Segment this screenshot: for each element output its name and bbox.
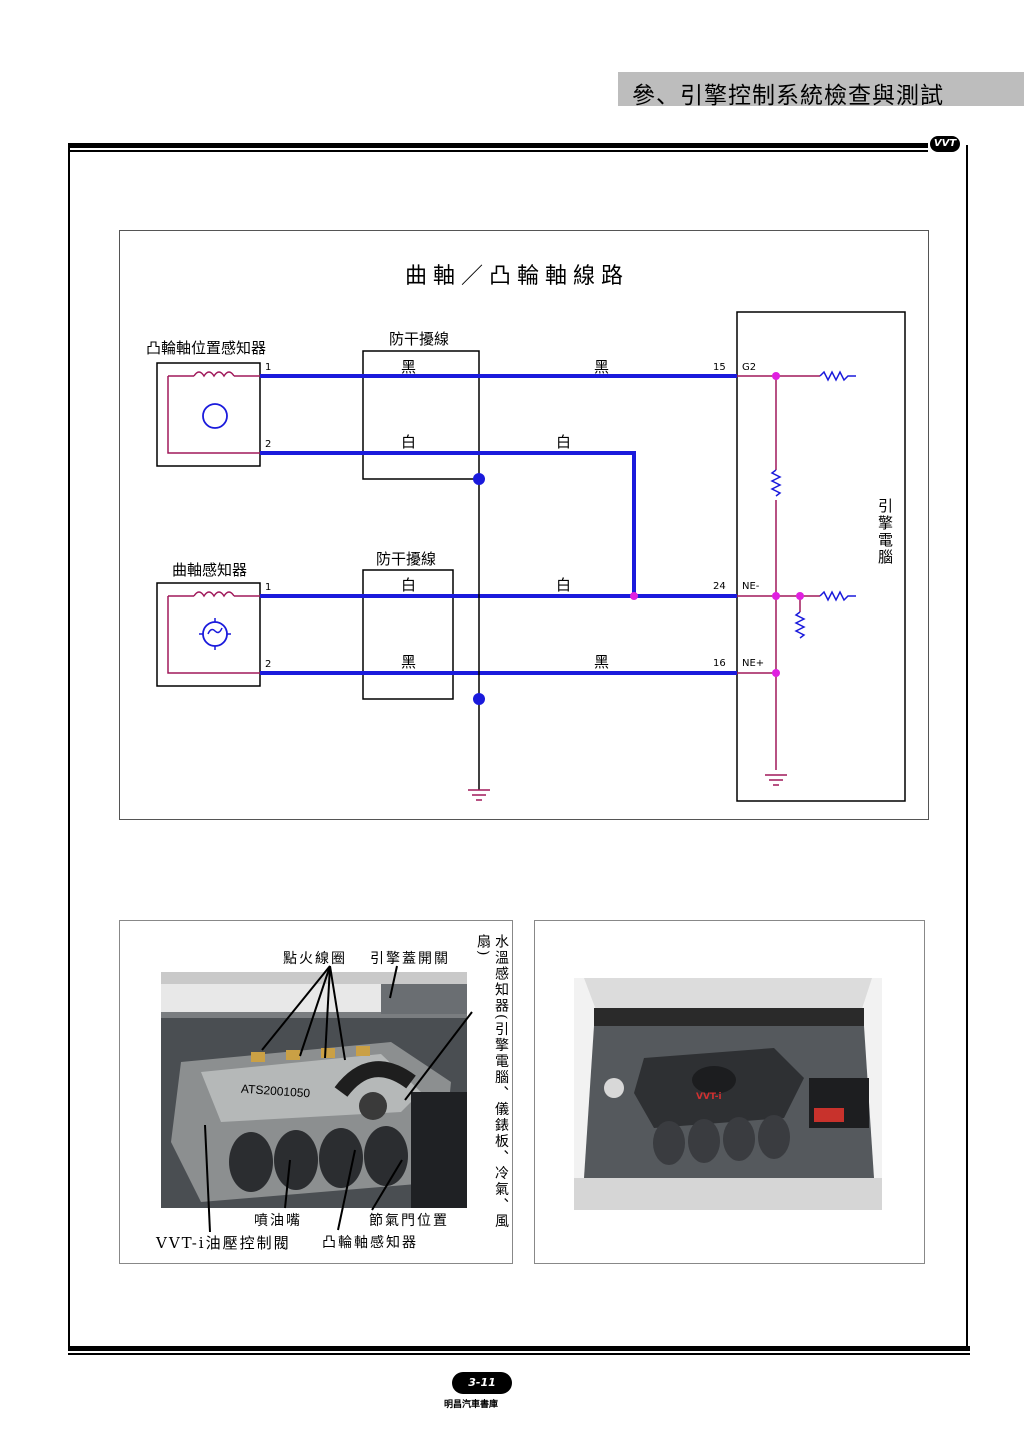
pin-number: 1 <box>265 362 272 373</box>
shield-label-1: 防干擾線 <box>389 330 450 348</box>
diagram-title: 曲軸／凸輪軸線路 <box>405 264 630 289</box>
crank-sensor-box <box>156 582 261 687</box>
wire-color-label: 黑 <box>594 653 610 671</box>
crank-sensor-label: 曲軸感知器 <box>172 561 248 579</box>
ecu-pin-name: NE- <box>742 581 760 592</box>
cam-sensor-box <box>156 362 261 467</box>
pin-number: 2 <box>265 439 272 450</box>
vvt-i-badge: VVT-i <box>696 1092 722 1102</box>
wire-color-label: 白 <box>401 433 417 451</box>
shield-label-2: 防干擾線 <box>376 550 437 568</box>
wire-color-label: 白 <box>401 576 417 594</box>
pin-number: 2 <box>265 659 272 670</box>
ecu-pin-number: 16 <box>713 658 726 669</box>
page-frame <box>68 145 968 1348</box>
engine-photo-left-frame <box>119 920 513 1264</box>
wire-color-label: 白 <box>556 576 572 594</box>
ecu-box <box>736 311 906 802</box>
wire-color-label: 黑 <box>401 653 417 671</box>
wire-color-label: 黑 <box>401 358 417 376</box>
top-rule <box>68 143 928 148</box>
shield-junction-1 <box>473 473 485 485</box>
wire-color-label: 白 <box>556 433 572 451</box>
top-rule-thin <box>68 150 928 152</box>
label-injector: 噴油嘴 <box>254 1213 302 1229</box>
label-ignition-coil: 點火線圈 <box>283 951 347 967</box>
bottom-rule-thin <box>68 1353 970 1355</box>
shield-box-1 <box>362 350 480 480</box>
ecu-pin-number: 15 <box>713 362 726 373</box>
ecu-pin-number: 24 <box>713 581 726 592</box>
chapter-title: 參、引擎控制系統檢查與測試 <box>632 83 944 109</box>
cam-sensor-internal <box>167 371 260 454</box>
label-hood-switch: 引擎蓋開關 <box>370 951 450 967</box>
shield-junction-2 <box>473 693 485 705</box>
cam-sensor-label: 凸輪軸位置感知器 <box>146 339 267 357</box>
wire-color-label: 黑 <box>594 358 610 376</box>
ecu-junctions <box>772 372 804 677</box>
label-vvt-valve: VVT-i油壓控制閥 <box>156 1234 291 1252</box>
label-throttle-position: 節氣門位置 <box>369 1213 449 1229</box>
bottom-rule <box>68 1346 970 1351</box>
crank-sensor-internal <box>167 591 260 674</box>
ecu-pin-name: G2 <box>742 362 757 373</box>
engine-photo-art <box>574 978 882 1210</box>
ecu-ground-icon <box>765 774 787 786</box>
ecu-internal-wiring <box>737 375 820 770</box>
ecu-label: 引擎電腦 <box>878 497 894 566</box>
circuit-diagram-frame <box>119 230 929 820</box>
ecu-pin-name: NE+ <box>742 658 765 669</box>
pin-number: 1 <box>265 582 272 593</box>
engine-photo-right-frame <box>534 920 925 1264</box>
signal-wires <box>260 374 737 675</box>
label-coolant-sensor: 水溫感知器(引擎電腦、儀錶板、冷氣、風扇) <box>475 934 509 1230</box>
engine-bay-photo-left: ATS2001050 <box>161 972 467 1208</box>
cam-sensor-rotor-icon <box>202 403 228 429</box>
engine-photo-art <box>161 972 467 1208</box>
engine-bay-photo-right: VVT-i <box>574 978 882 1210</box>
crank-sensor-rotor-icon <box>199 618 231 650</box>
shield-box-2 <box>362 569 454 700</box>
ground-icon <box>468 789 490 801</box>
label-cam-sensor: 凸輪軸感知器 <box>322 1235 418 1251</box>
page-number: 3-11 <box>452 1372 512 1394</box>
wire-junction <box>630 592 638 600</box>
vvt-logo-icon: VVT <box>930 136 960 152</box>
header-bar <box>618 72 1024 106</box>
publisher-name: 明昌汽車書庫 <box>444 1400 499 1410</box>
ecu-resistors <box>770 370 856 639</box>
